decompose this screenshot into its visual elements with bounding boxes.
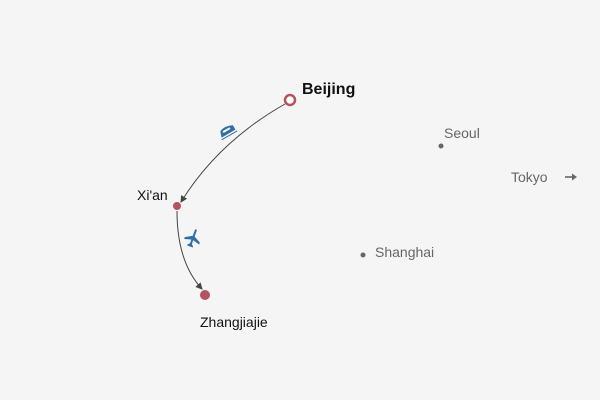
city-marker-seoul[interactable] bbox=[438, 143, 444, 149]
city-label-beijing: Beijing bbox=[302, 81, 355, 98]
city-label-shanghai: Shanghai bbox=[375, 244, 434, 260]
city-label-tokyo[interactable]: Tokyo bbox=[511, 169, 548, 185]
route-leg-xian-zhangjiajie bbox=[176, 210, 203, 290]
city-label-xian: Xi'an bbox=[137, 187, 168, 203]
city-marker-zhangjiajie[interactable] bbox=[200, 290, 210, 300]
city-marker-xian[interactable] bbox=[173, 202, 181, 210]
city-label-seoul: Seoul bbox=[444, 125, 480, 141]
arrow-right-icon[interactable] bbox=[565, 173, 577, 181]
train-icon bbox=[220, 125, 238, 141]
plane-icon bbox=[184, 229, 200, 248]
city-label-zhangjiajie: Zhangjiajie bbox=[200, 314, 268, 330]
route-leg-beijing-xian bbox=[180, 103, 286, 203]
city-marker-beijing[interactable] bbox=[283, 93, 297, 107]
city-marker-shanghai[interactable] bbox=[360, 252, 366, 258]
